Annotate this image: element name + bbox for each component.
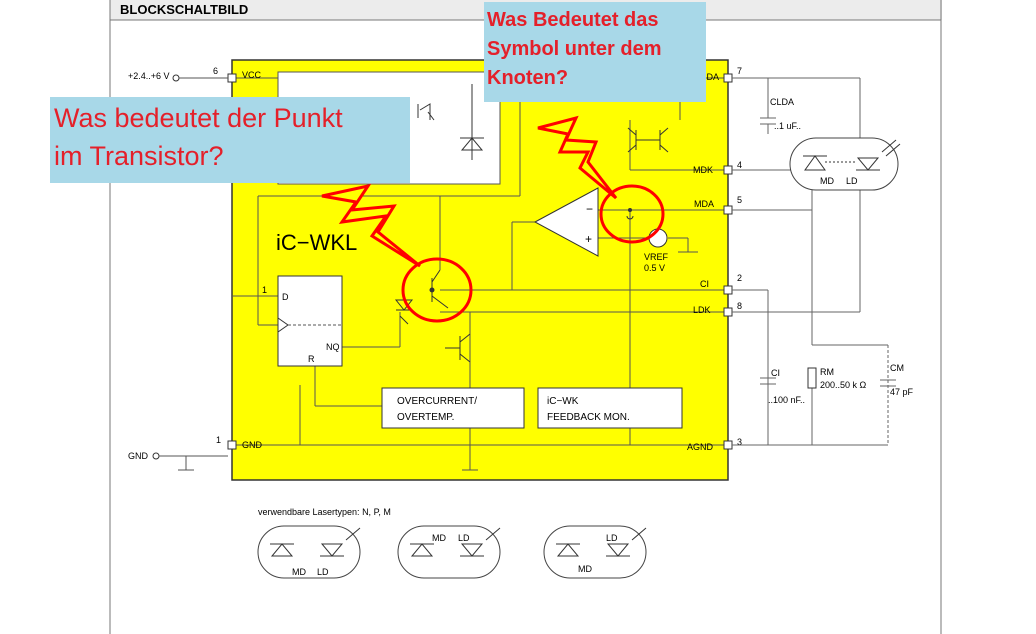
pin-mdk-num: 4: [737, 160, 742, 170]
callout-left-line2: im Transistor?: [54, 141, 224, 171]
pin-vcc-num: 6: [213, 66, 218, 76]
feedback-line2: FEEDBACK MON.: [547, 412, 630, 423]
pin-vcc-label: VCC: [242, 70, 262, 80]
gnd-net-label: GND: [128, 451, 149, 461]
pin-ci-num: 2: [737, 273, 742, 283]
node-dot: [628, 208, 632, 212]
laser-type-m: LD MD: [543, 525, 647, 579]
ff-nq-label: NQ: [326, 342, 340, 352]
cm-value: 47 pF: [890, 387, 914, 397]
ff-r-label: R: [308, 354, 315, 364]
supply-label: +2.4..+6 V: [128, 71, 170, 81]
pin-cda-label: CDA: [700, 72, 719, 82]
external-wiring: [732, 77, 896, 446]
highlight-circle-node: [599, 184, 665, 244]
cm-name: CM: [890, 363, 904, 373]
highlight-circle-transistor: [401, 257, 473, 323]
feedback-block: [537, 387, 683, 429]
pin-agnd-num: 3: [737, 437, 742, 447]
overcurrent-line2: OVERTEMP.: [397, 412, 454, 423]
chip-name: iC−WKL: [276, 230, 357, 255]
comparator-minus: −: [586, 202, 593, 216]
pin-ci-label: CI: [700, 279, 709, 289]
type-m-ld: LD: [606, 533, 618, 543]
pin-gnd-num: 1: [216, 435, 221, 445]
laser-md: MD: [820, 176, 834, 186]
flip-flop: D NQ R 1: [262, 275, 343, 367]
clda-value: ..1 uF..: [774, 121, 801, 131]
question-callout-node: Was Bedeutet das Symbol unter dem Knoten…: [484, 2, 706, 102]
vref-label: VREF: [644, 252, 669, 262]
ext-ci-name: CI: [771, 368, 780, 378]
laser-type-n: MD LD: [257, 525, 361, 579]
pin-ldk-num: 8: [737, 301, 742, 311]
callout-left-line1: Was bedeutet der Punkt: [54, 103, 343, 133]
ff-pin-num: 1: [262, 285, 267, 295]
pin-mdk-label: MDK: [693, 165, 713, 175]
overcurrent-line1: OVERCURRENT/: [397, 396, 477, 407]
type-m-md: MD: [578, 564, 592, 574]
photodiode-symbol: [417, 103, 435, 121]
transistor-pair: [627, 127, 669, 153]
vref-value: 0.5 V: [644, 263, 665, 273]
ff-d-label: D: [282, 292, 289, 302]
type-p-md: MD: [432, 533, 446, 543]
comparator-plus: +: [585, 232, 592, 246]
pin-cda-num: 7: [737, 66, 742, 76]
lower-transistor: [445, 333, 471, 363]
pin-mda-num: 5: [737, 195, 742, 205]
clda-name: CLDA: [770, 97, 794, 107]
feedback-line1: iC−WK: [547, 396, 579, 407]
type-n-md: MD: [292, 567, 306, 577]
type-n-ld: LD: [317, 567, 329, 577]
lightning-arrow-left: [321, 183, 421, 268]
overcurrent-block: [381, 387, 525, 429]
pins: [227, 73, 733, 450]
laser-types-caption: verwendbare Lasertypen: N, P, M: [258, 507, 391, 517]
center-transistor: [429, 269, 449, 309]
node-symbol: [626, 215, 634, 220]
pin-agnd-label: AGND: [687, 442, 714, 452]
pin-gnd-label: GND: [242, 440, 263, 450]
rm-value: 200..50 k Ω: [820, 380, 867, 390]
question-callout-transistor: Was bedeutet der Punkt im Transistor?: [50, 97, 410, 183]
laser-type-p: MD LD: [397, 525, 501, 579]
callout-right-line2: Symbol unter dem: [487, 38, 662, 60]
laser-ld: LD: [846, 176, 858, 186]
lightning-arrow-right: [537, 115, 618, 200]
callout-right-line3: Knoten?: [487, 67, 569, 89]
ext-ci-value: ..100 nF..: [768, 395, 805, 405]
laser-package: MD LD: [789, 137, 901, 191]
pin-ldk-label: LDK: [693, 305, 711, 315]
rm-resistor: [807, 367, 817, 389]
comparator: − +: [533, 187, 599, 257]
diode-symbol: [460, 84, 484, 160]
type-p-ld: LD: [458, 533, 470, 543]
section-title: BLOCKSCHALTBILD: [120, 2, 248, 17]
callout-right-line1: Was Bedeutet das: [487, 9, 659, 31]
pin-mda-label: MDA: [694, 199, 714, 209]
rm-name: RM: [820, 367, 834, 377]
